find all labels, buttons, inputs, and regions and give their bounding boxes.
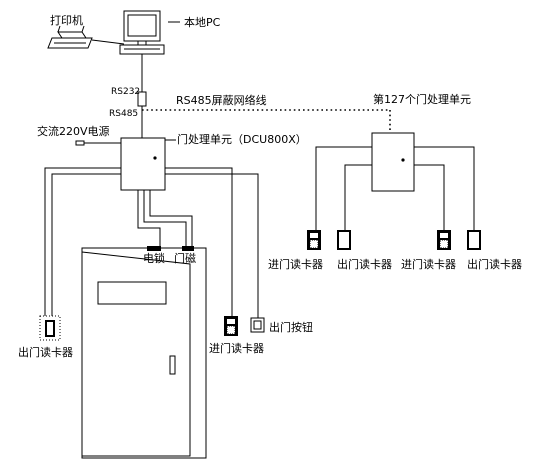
rs485-network-label: RS485屏蔽网络线: [176, 93, 267, 107]
entry-card-reader-3: [437, 230, 451, 250]
exit-reader-left-label: 出门读卡器: [18, 345, 73, 359]
exit-card-reader-2: [337, 230, 351, 250]
reader4-cable: [414, 146, 475, 230]
exit-reader-cable-inner: [51, 173, 121, 318]
exit-button-label: 出门按钮: [269, 320, 313, 334]
door-handle: [169, 355, 176, 375]
printer-label: 打印机: [50, 13, 83, 27]
entry-card-reader-1: [307, 230, 321, 250]
reader2-cable: [344, 164, 372, 230]
power-plug: [75, 140, 85, 146]
exit-reader-cable-outer: [44, 167, 121, 318]
lock-cable-1: [137, 190, 161, 250]
reader-2-label: 出门读卡器: [337, 257, 392, 271]
exit-button-icon: [250, 317, 265, 333]
door-controller-127-indicator: [401, 158, 405, 162]
reader1-cable: [315, 146, 372, 230]
rs232-label: RS232: [111, 87, 140, 97]
reader-3-label: 进门读卡器: [401, 257, 456, 271]
entry-reader-cable: [165, 167, 233, 318]
door-controller-indicator: [153, 156, 157, 160]
magnet-label: 门磁: [174, 251, 196, 265]
local-pc-label: 本地PC: [184, 15, 221, 29]
door-controller-127: [371, 132, 415, 192]
unit-127-label: 第127个门处理单元: [373, 92, 471, 106]
rs485-label: RS485: [109, 109, 138, 119]
ac-power-label: 交流220V电源: [37, 124, 110, 138]
exit-card-reader-left: [39, 315, 61, 341]
magnet-cable-1: [143, 190, 187, 250]
door-controller-unit: [120, 137, 166, 191]
reader-4-label: 出门读卡器: [467, 257, 522, 271]
reader-1-label: 进门读卡器: [268, 257, 323, 271]
pc-icon: [119, 10, 165, 55]
magnet-cable-2: [149, 190, 193, 250]
door-unit-label: 门处理单元（DCU800X）: [177, 132, 307, 146]
exit-button-cable: [165, 173, 259, 318]
electric-lock: [147, 246, 161, 251]
exit-card-reader-4: [467, 230, 481, 250]
door: [81, 246, 207, 459]
lock-label: 电锁: [143, 251, 165, 265]
entry-reader-mid-label: 进门读卡器: [209, 341, 264, 355]
door-magnet: [182, 246, 194, 251]
entry-card-reader-mid: [224, 316, 238, 336]
reader3-cable: [414, 164, 445, 230]
printer-cable: [91, 39, 125, 45]
printer-icon: [47, 25, 93, 49]
